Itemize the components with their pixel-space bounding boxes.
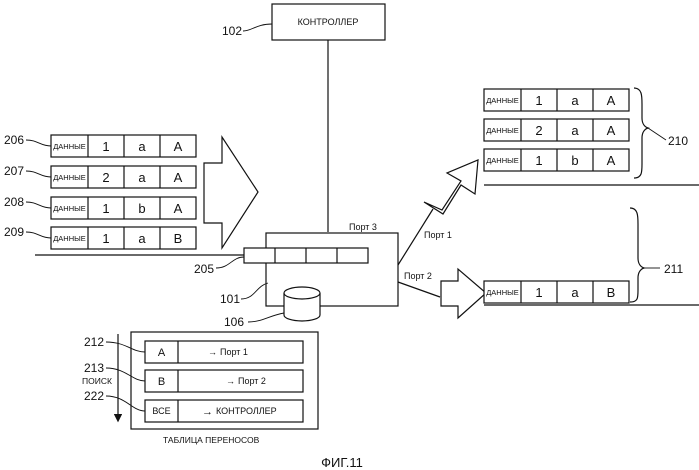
output-packet: ДАННЫЕ 1 b A <box>484 149 629 171</box>
packet-field-3: A <box>607 123 616 138</box>
output-packet: ДАННЫЕ 1 a B <box>484 281 629 303</box>
packet-field-1: 1 <box>102 139 109 154</box>
packet-field-2: a <box>138 231 146 246</box>
packet-ref: 206 <box>4 133 24 147</box>
controller-ref: 102 <box>222 24 242 38</box>
port1-label: Порт 1 <box>424 230 452 240</box>
search-label: ПОИСК <box>82 376 112 386</box>
packet-ref: 209 <box>4 225 24 239</box>
packet-field-2: a <box>138 170 146 185</box>
row-match: A <box>158 347 166 359</box>
packet-field-1: 2 <box>102 170 109 185</box>
port2-arrow <box>441 269 486 318</box>
port1-arrow <box>424 160 478 214</box>
incoming-packet: ДАННЫЕ 2 a A 207 <box>4 164 196 188</box>
packet-field-1: 1 <box>535 285 542 300</box>
packet-field-3: A <box>607 153 616 168</box>
switch-leader <box>241 283 268 299</box>
input-arrow <box>204 137 258 248</box>
packet-tag: ДАННЫЕ <box>53 173 86 182</box>
row-ref: 213 <box>84 361 104 375</box>
packet-tag: ДАННЫЕ <box>486 288 519 297</box>
switch-ref: 101 <box>220 292 240 306</box>
packet-leader <box>26 232 51 238</box>
packet-field-2: a <box>571 285 579 300</box>
port1-packet-list: ДАННЫЕ 1 a A ДАННЫЕ 2 a A ДАННЫЕ 1 b A <box>484 89 629 171</box>
incoming-packet: ДАННЫЕ 1 a A 206 <box>4 133 196 157</box>
packet-tag: ДАННЫЕ <box>486 96 519 105</box>
packet-ref: 208 <box>4 195 24 209</box>
row-ref: 212 <box>84 335 104 349</box>
row-match: ВСЕ <box>152 406 170 416</box>
port2-link <box>398 282 440 297</box>
row-action: КОНТРОЛЛЕР <box>216 406 277 416</box>
packet-leader <box>26 202 51 208</box>
packet-field-1: 1 <box>102 231 109 246</box>
packet-field-3: A <box>174 170 183 185</box>
transfer-table-caption: ТАБЛИЦА ПЕРЕНОСОВ <box>163 435 260 445</box>
buffer-ref: 205 <box>194 262 214 276</box>
row-ref: 222 <box>84 389 104 403</box>
transfer-table-row: A → Порт 1 <box>145 341 303 363</box>
packet-tag: ДАННЫЕ <box>53 142 86 151</box>
packet-ref: 207 <box>4 164 24 178</box>
packet-field-3: A <box>607 93 616 108</box>
row-action: Порт 2 <box>238 376 266 386</box>
packet-tag: ДАННЫЕ <box>53 234 86 243</box>
port1-bracket <box>634 88 648 178</box>
port2-packet-list: ДАННЫЕ 1 a B <box>484 281 629 303</box>
packet-field-2: a <box>571 123 579 138</box>
controller-label: КОНТРОЛЛЕР <box>298 17 359 27</box>
packet-field-3: A <box>174 139 183 154</box>
port2-bracket <box>630 208 644 302</box>
table-storage-icon <box>284 287 320 321</box>
output-packet: ДАННЫЕ 1 a A <box>484 89 629 111</box>
packet-field-2: b <box>138 201 145 216</box>
row-arrow-glyph: → <box>226 376 235 386</box>
packet-leader <box>26 140 51 146</box>
incoming-packet: ДАННЫЕ 1 b A 208 <box>4 195 196 219</box>
row-arrow-glyph: → <box>208 347 217 357</box>
packet-field-1: 2 <box>535 123 542 138</box>
row-action: Порт 1 <box>220 347 248 357</box>
table-leader <box>248 313 284 322</box>
packet-tag: ДАННЫЕ <box>53 204 86 213</box>
table-ref: 106 <box>224 315 244 329</box>
packet-field-2: a <box>138 139 146 154</box>
port2-group-ref: 211 <box>664 262 683 276</box>
output-packet: ДАННЫЕ 2 a A <box>484 119 629 141</box>
packet-field-3: B <box>607 285 616 300</box>
packet-field-1: 1 <box>535 93 542 108</box>
packet-tag: ДАННЫЕ <box>486 126 519 135</box>
packet-leader <box>26 171 51 177</box>
controller-leader <box>243 24 272 31</box>
port1-bracket-leader <box>648 128 666 140</box>
packet-field-2: b <box>571 153 578 168</box>
figure-caption: ФИГ.11 <box>321 455 363 470</box>
incoming-packet-list: ДАННЫЕ 1 a A 206 ДАННЫЕ 2 a A 207 ДАННЫЕ… <box>4 133 196 249</box>
packet-field-1: 1 <box>535 153 542 168</box>
packet-field-1: 1 <box>102 201 109 216</box>
transfer-table-row: B → Порт 2 <box>145 370 303 392</box>
row-match: B <box>158 376 165 388</box>
packet-tag: ДАННЫЕ <box>486 156 519 165</box>
port1-group-ref: 210 <box>668 134 688 148</box>
buffer-leader <box>216 257 244 268</box>
incoming-packet: ДАННЫЕ 1 a B 209 <box>4 225 196 249</box>
port2-label: Порт 2 <box>404 271 432 281</box>
port3-label: Порт 3 <box>349 222 377 232</box>
transfer-table-row: ВСЕ → КОНТРОЛЛЕР <box>145 400 303 422</box>
packet-field-3: B <box>174 231 183 246</box>
row-arrow-glyph: → <box>202 406 213 418</box>
packet-field-2: a <box>571 93 579 108</box>
buffer-queue <box>244 248 368 263</box>
packet-field-3: A <box>174 201 183 216</box>
